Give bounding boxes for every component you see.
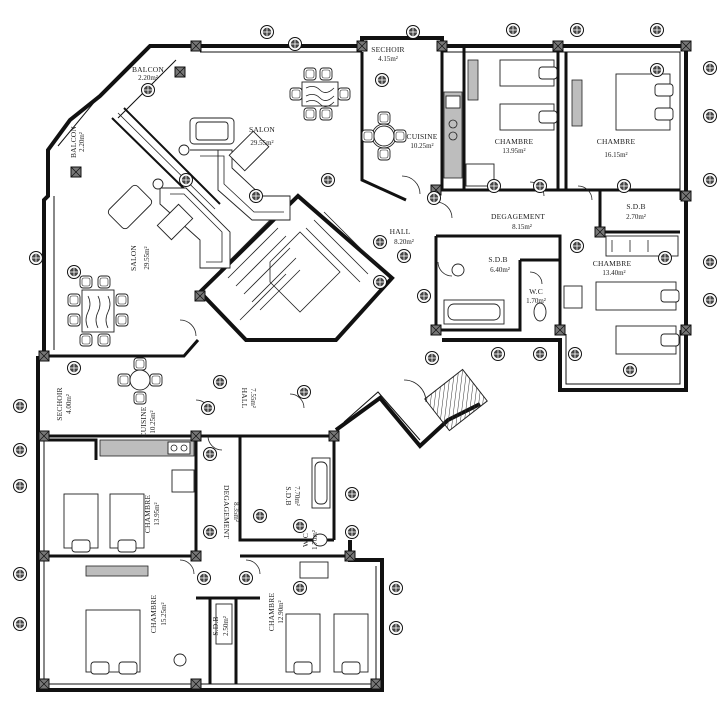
room-label-chambre-13-40: CHAMBRE 13.40m² [593, 259, 632, 277]
room-label-sdb-2-50: S.D.B 2.50m² [211, 616, 230, 636]
room-label-balcon-top: BALCON 2.20m² [132, 65, 164, 82]
room-area: 13.95m² [153, 502, 161, 525]
room-area: 7.55m² [249, 388, 257, 408]
room-label-balcon-left: BALCON 2.20m² [69, 126, 86, 158]
room-name: S.D.B [626, 202, 645, 211]
sofa-set-top [178, 117, 291, 221]
room-name: SECHOIR [55, 387, 64, 421]
kitchen-top [361, 91, 495, 187]
room-area: 16.15m² [604, 151, 627, 159]
room-label-salon-left: SALON 29.55m² [129, 245, 151, 271]
room-area: 29.55m² [250, 139, 273, 147]
room-label-chambre-15-25: CHAMBRE 15.25m² [149, 595, 168, 634]
room-area: 2.50m² [222, 616, 230, 636]
room-label-degagement-top: DEGAGEMENT 8.15m² [491, 212, 545, 231]
beds [63, 59, 680, 675]
room-area: 29.55m² [143, 246, 151, 269]
room-name: SALON [129, 245, 138, 271]
room-label-sdb-2-70: S.D.B 2.70m² [626, 202, 646, 221]
room-label-degagement-bottom: DEGAGEMENT 8.35m² [222, 485, 240, 539]
room-label-hall-top: HALL 8.20m² [390, 227, 414, 246]
room-name: CHAMBRE [495, 137, 534, 146]
room-label-sechoir-left: SECHOIR 4.00m² [55, 387, 73, 421]
room-label-cuisine-left: CUISINE 10.25m² [139, 406, 157, 437]
room-label-hall-bottom: HALL 7.55m² [240, 388, 257, 409]
room-label-sdb-6-40: S.D.B 6.40m² [488, 255, 510, 274]
room-name: CHAMBRE [149, 595, 158, 634]
room-name: CHAMBRE [267, 593, 276, 632]
room-label-sdb-7-70: S.D.B 7.70m² [284, 486, 301, 506]
room-name: CUISINE [139, 406, 148, 437]
room-name: DEGAGEMENT [491, 212, 545, 221]
room-area: 13.40m² [602, 269, 625, 277]
room-label-chambre-16-15: CHAMBRE 16.15m² [597, 137, 636, 159]
room-name: CHAMBRE [593, 259, 632, 268]
room-area: 8.15m² [512, 223, 532, 231]
room-area: 10.25m² [149, 410, 157, 433]
room-name: HALL [240, 388, 249, 409]
room-name: W.C [301, 533, 310, 547]
room-label-sechoir-top: SECHOIR 4.15m² [371, 45, 405, 63]
room-area: 2.20m² [138, 74, 158, 82]
dining-table-top [289, 67, 351, 121]
room-name: S.D.B [488, 255, 507, 264]
staircase [198, 193, 395, 342]
room-area: 12.90m² [277, 600, 285, 623]
room-label-cuisine-top: CUISINE 10.25m² [407, 132, 438, 150]
room-label-chambre-12-90: CHAMBRE 12.90m² [267, 593, 285, 632]
room-name: SECHOIR [371, 45, 405, 54]
room-area: 6.40m² [490, 266, 510, 274]
room-area: 4.15m² [378, 55, 398, 63]
room-area: 1.70m² [526, 297, 546, 305]
room-area: 7.70m² [293, 486, 301, 506]
room-label-wc-bottom: W.C 1.70m² [301, 530, 319, 550]
dining-table-left [67, 275, 129, 347]
sofa-set-left [107, 178, 231, 269]
room-name: W.C [529, 287, 543, 296]
room-area: 2.70m² [626, 213, 646, 221]
room-labels: SECHOIR 4.15m² BALCON 2.20m² BALCON 2.20… [55, 45, 646, 636]
room-name: DEGAGEMENT [222, 485, 231, 539]
room-label-salon-top: SALON 29.55m² [249, 125, 275, 147]
room-area: 8.20m² [394, 238, 414, 246]
room-area: 2.20m² [78, 132, 86, 152]
room-name: BALCON [132, 65, 164, 74]
room-area: 13.95m² [502, 147, 525, 155]
room-name: S.D.B [211, 616, 220, 635]
bathroom-fixtures [215, 235, 679, 645]
room-label-chambre-13-95-bottom: CHAMBRE 13.95m² [143, 495, 161, 534]
room-area: 1.70m² [311, 530, 319, 550]
room-name: S.D.B [284, 486, 293, 505]
room-name: CUISINE [407, 132, 438, 141]
room-name: SALON [249, 125, 275, 134]
room-area: 8.35m² [232, 502, 240, 522]
room-name: HALL [390, 227, 411, 236]
room-area: 15.25m² [160, 602, 168, 625]
room-area: 10.25m² [410, 142, 433, 150]
room-label-chambre-13-95-top: CHAMBRE 13.95m² [495, 137, 534, 155]
room-label-wc-top: W.C 1.70m² [526, 287, 546, 305]
room-name: CHAMBRE [597, 137, 636, 146]
kitchen-left [99, 357, 195, 493]
room-name: CHAMBRE [143, 495, 152, 534]
room-area: 4.00m² [65, 394, 73, 414]
room-name: BALCON [69, 126, 78, 158]
